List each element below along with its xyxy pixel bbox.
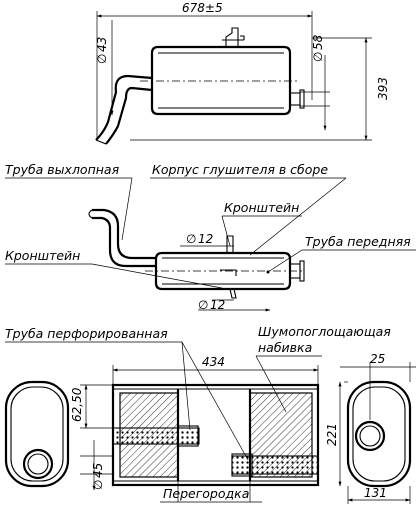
small-diameter-symbol: ∅ (91, 480, 105, 490)
right-end-view (346, 380, 412, 488)
body-height-dim-label: 221 (325, 423, 339, 446)
label-front-pipe: Труба передняя (305, 234, 411, 249)
outlet-diameter-symbol: ∅ (311, 52, 325, 62)
left-end-view (4, 380, 70, 488)
right-offset-dim-label: 25 (370, 352, 385, 366)
height-dim-label: 393 (376, 77, 390, 100)
middle-view-inlet-pipe (92, 208, 156, 260)
offset-top-dim-label: 62,50 (70, 387, 84, 422)
label-bracket-left: Кронштейн (5, 248, 80, 263)
label-bracket-top: Кронштейн (224, 200, 299, 215)
small-diameter-label: 45 (91, 463, 105, 478)
inlet-diameter-label: 43 (95, 37, 109, 52)
inlet-diameter-symbol: ∅ (95, 54, 109, 64)
top-view-body (150, 45, 292, 116)
bracket-2-diameter-label: 12 (210, 298, 225, 312)
left-end-view-pipe-hole (22, 448, 54, 480)
bottom-section: Труба перфорированная Шумопоглощающая на… (4, 324, 416, 504)
right-end-view-pipe-hole (354, 420, 386, 452)
label-absorbing-line1: Шумопоглощающая (258, 324, 391, 339)
label-perforated-pipe: Труба перфорированная (5, 326, 168, 341)
middle-view-bracket-upper (226, 235, 234, 254)
top-view: 678±5 393 ∅ 43 ∅ 58 (95, 1, 390, 145)
bracket-2-diameter-symbol: ∅ (198, 298, 208, 312)
label-absorbing-line2: набивка (258, 340, 312, 355)
body-length-dim-label: 434 (202, 355, 225, 369)
label-partition: Перегородка (163, 486, 249, 501)
outlet-diameter-label: 58 (311, 34, 325, 50)
width-dim-label: 131 (364, 486, 387, 500)
label-muffler-body: Корпус глушителя в сборе (152, 162, 328, 177)
bracket-1-diameter-label: 12 (198, 232, 213, 246)
bracket-1-diameter-symbol: ∅ (186, 232, 196, 246)
top-view-outlet-pipe (289, 92, 301, 106)
middle-view-bracket-lower (229, 288, 237, 299)
middle-view: Труба выхлопная Корпус глушителя в сборе… (5, 162, 416, 312)
top-view-inlet-pipe (95, 74, 153, 141)
top-view-bracket (222, 27, 245, 47)
middle-view-body (154, 251, 292, 291)
length-dim-label: 678±5 (182, 1, 223, 15)
label-exhaust-pipe: Труба выхлопная (5, 162, 120, 177)
